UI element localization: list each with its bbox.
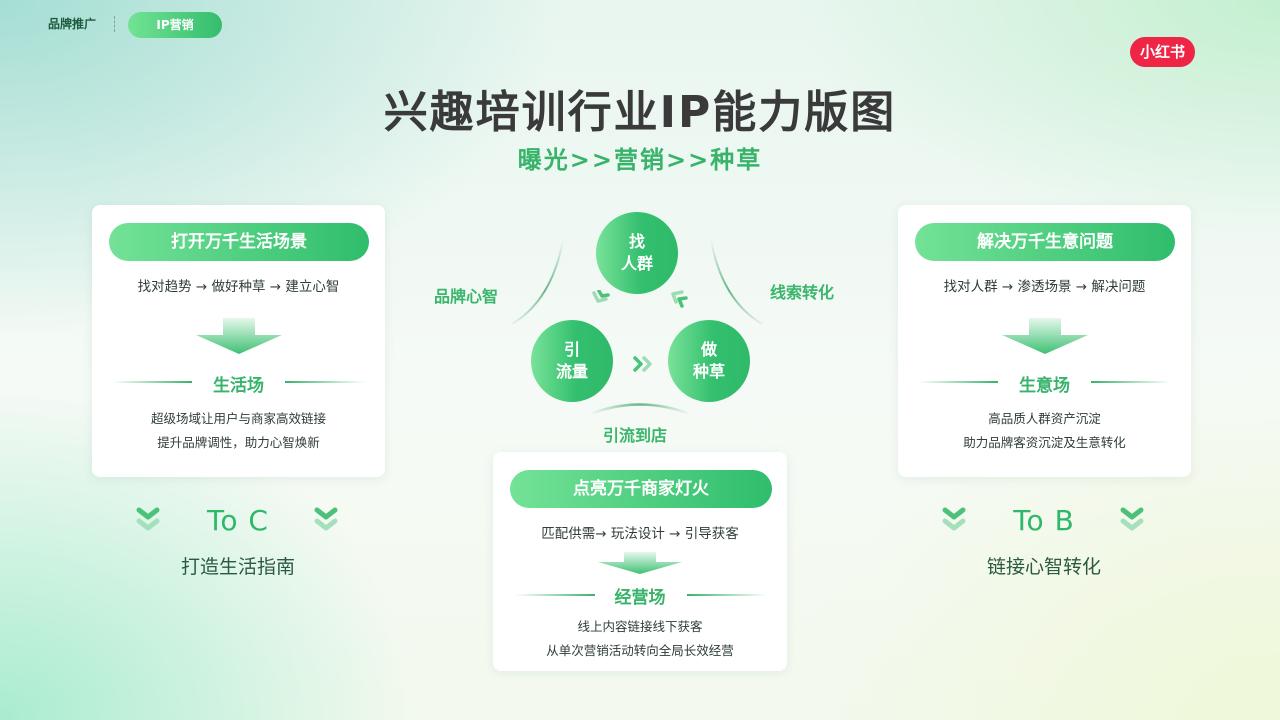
cycle-node-line1: 做 bbox=[700, 340, 717, 359]
card-desc-line: 线上内容链接线下获客 bbox=[577, 619, 703, 634]
to-c-subtitle: 打造生活指南 bbox=[180, 556, 295, 578]
down-arrow-icon bbox=[1002, 318, 1088, 354]
cycle-node-line2: 人群 bbox=[620, 254, 653, 273]
cycle-node-line2: 种草 bbox=[692, 362, 725, 381]
section-divider-left bbox=[515, 594, 595, 596]
double-chevron-down-icon bbox=[314, 507, 338, 531]
chevron-down-left-icon bbox=[592, 290, 610, 303]
section-title: 经营场 bbox=[614, 588, 666, 608]
double-chevron-down-icon bbox=[1120, 507, 1144, 531]
section-title: 生意场 bbox=[1019, 376, 1070, 396]
chevron-double-right-icon bbox=[633, 356, 652, 372]
cycle-label-store-traffic: 引流到店 bbox=[603, 426, 668, 445]
card-pill-title: 点亮万千商家灯火 bbox=[510, 470, 772, 508]
ip-marketing-tag: IP营销 bbox=[128, 12, 222, 38]
chevron-up-left-icon bbox=[671, 290, 688, 308]
to-b-label: To B bbox=[1013, 504, 1075, 537]
page-title: 兴趣培训行业IP能力版图 bbox=[383, 87, 897, 138]
card-desc-line: 高品质人群资产沉淀 bbox=[988, 411, 1101, 426]
brand-promotion-label: 品牌推广 bbox=[48, 17, 97, 31]
cycle-node-find-audience: 找 人群 bbox=[596, 212, 678, 294]
card-flow-text: 匹配供需→ 玩法设计 → 引导获客 bbox=[541, 526, 739, 542]
life-scene-card: 打开万千生活场景 找对趋势 → 做好种草 → 建立心智 生活场 超级场域让用户与… bbox=[92, 205, 385, 477]
merchant-card: 点亮万千商家灯火 匹配供需→ 玩法设计 → 引导获客 经营场 线上内容链接线下获… bbox=[493, 452, 787, 671]
cycle-node-drive-traffic: 引 流量 bbox=[531, 320, 613, 402]
down-arrow-icon bbox=[598, 552, 682, 574]
section-divider-left bbox=[112, 381, 192, 383]
double-chevron-down-icon bbox=[942, 507, 966, 531]
cycle-node-line1: 引 bbox=[563, 340, 580, 359]
card-desc-line: 提升品牌调性，助力心智焕新 bbox=[157, 435, 320, 450]
section-divider-left bbox=[918, 381, 998, 383]
card-flow-text: 找对人群 → 渗透场景 → 解决问题 bbox=[943, 279, 1146, 295]
to-b-subtitle: 链接心智转化 bbox=[986, 556, 1101, 578]
cycle-label-brand-mind: 品牌心智 bbox=[434, 287, 499, 306]
cycle-node-line1: 找 bbox=[628, 232, 645, 251]
section-divider-right bbox=[1091, 381, 1171, 383]
section-divider-right bbox=[687, 594, 767, 596]
card-pill-title: 解决万千生意问题 bbox=[915, 223, 1175, 261]
section-divider-right bbox=[285, 381, 365, 383]
down-arrow-icon bbox=[196, 318, 282, 354]
card-flow-text: 找对趋势 → 做好种草 → 建立心智 bbox=[137, 279, 340, 295]
card-desc-line: 从单次营销活动转向全局长效经营 bbox=[546, 643, 734, 658]
header-divider bbox=[114, 16, 115, 32]
section-title: 生活场 bbox=[213, 376, 264, 396]
to-c-label: To C bbox=[207, 504, 269, 537]
page-subtitle: 曝光>>营销>>种草 bbox=[517, 146, 763, 174]
card-pill-title: 打开万千生活场景 bbox=[109, 223, 369, 261]
card-desc-line: 超级场域让用户与商家高效链接 bbox=[150, 411, 326, 426]
double-chevron-down-icon bbox=[136, 507, 160, 531]
card-desc-line: 助力品牌客资沉淀及生意转化 bbox=[963, 435, 1126, 450]
business-problem-card: 解决万千生意问题 找对人群 → 渗透场景 → 解决问题 生意场 高品质人群资产沉… bbox=[898, 205, 1191, 477]
cycle-label-lead-conversion: 线索转化 bbox=[770, 283, 835, 302]
cycle-node-seeding: 做 种草 bbox=[668, 320, 750, 402]
cycle-node-line2: 流量 bbox=[555, 362, 588, 381]
xiaohongshu-logo: 小红书 bbox=[1130, 37, 1195, 67]
